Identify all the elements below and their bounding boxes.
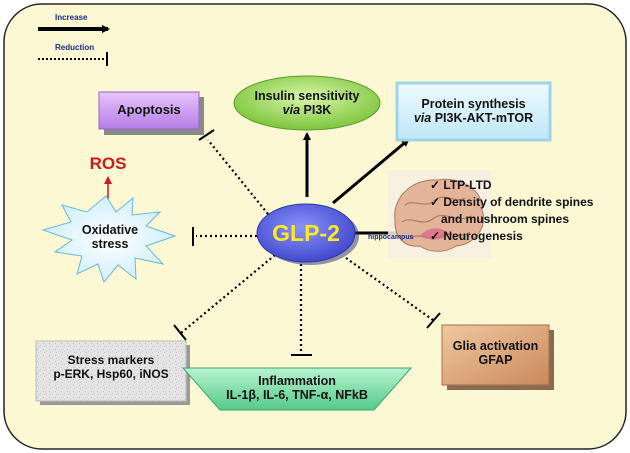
glia-line2: GFAP	[478, 353, 513, 368]
insulin-via: via	[282, 103, 301, 118]
insulin-node	[233, 75, 381, 131]
brain-effect-item: ✓ Neurogenesis	[430, 229, 523, 243]
insulin-rest: PI3K	[300, 103, 332, 118]
insulin-line2: via PI3K	[234, 103, 380, 117]
stress-markers-line1: Stress markers	[67, 353, 155, 367]
protein-rest: PI3K-AKT-mTOR	[431, 111, 534, 126]
brain-image	[388, 170, 491, 258]
apoptosis-label: Apoptosis	[117, 102, 181, 117]
ros-label: ROS	[89, 154, 127, 173]
glia-node	[441, 324, 550, 386]
stress-markers-line2: p-ERK, Hsp60, iNOS	[53, 366, 169, 381]
brain-effect-item: ✓ LTP-LTD	[430, 178, 492, 192]
apoptosis-node	[98, 91, 200, 130]
inflammation-label: Inflammation IL-1β, IL-6, TNF-α, NFkB	[190, 374, 404, 403]
inhibit-inflammation	[291, 264, 312, 356]
insulin-line1: Insulin sensitivity	[254, 89, 360, 103]
inhibit-glia	[345, 257, 441, 329]
protein-label: Protein synthesis via PI3K-AKT-mTOR	[397, 97, 550, 126]
protein-line1: Protein synthesis	[421, 97, 526, 111]
inflammation-line2: IL-1β, IL-6, TNF-α, NFkB	[226, 388, 368, 403]
brain-effects-list: ✓ LTP-LTD ✓ Density of dendrite spines a…	[430, 177, 630, 245]
legend-reduction-label: Reduction	[55, 43, 94, 52]
stress-markers-node	[35, 340, 187, 402]
legend-increase-label: Increase	[55, 13, 88, 22]
insulin-label: Insulin sensitivity via PI3K	[234, 89, 380, 118]
oxidative-line1: Oxidative	[81, 223, 139, 237]
brain-effect-item: ✓ Density of dendrite spines	[430, 195, 594, 209]
stress-markers-label: Stress markers p-ERK, Hsp60, iNOS	[36, 353, 186, 382]
inhibit-apoptosis	[198, 129, 269, 215]
protein-line2: via PI3K-AKT-mTOR	[397, 111, 550, 125]
protein-node	[395, 81, 552, 142]
inflammation-node	[181, 367, 413, 411]
glia-line1: Glia activation	[452, 339, 539, 353]
glp2-label: GLP-2	[272, 220, 340, 246]
oxidative-line2: stress	[91, 237, 129, 252]
inflammation-line1: Inflammation	[258, 374, 336, 388]
inhibit-stress-markers	[173, 254, 276, 341]
glp2-node	[256, 203, 356, 263]
protein-via: via	[413, 111, 432, 126]
hippocampus-icon	[420, 228, 450, 240]
brain-effect-item: and mushroom spines	[441, 212, 570, 226]
oxidative-stress-node	[41, 195, 177, 284]
oxidative-label: Oxidative stress	[60, 223, 160, 252]
glia-label: Glia activation GFAP	[442, 339, 549, 368]
arrow-to-protein	[332, 138, 410, 205]
inhibit-oxidative	[192, 227, 262, 246]
legend: Increase Reduction	[38, 13, 110, 66]
hippocampus-label: hippocampus	[368, 234, 414, 241]
